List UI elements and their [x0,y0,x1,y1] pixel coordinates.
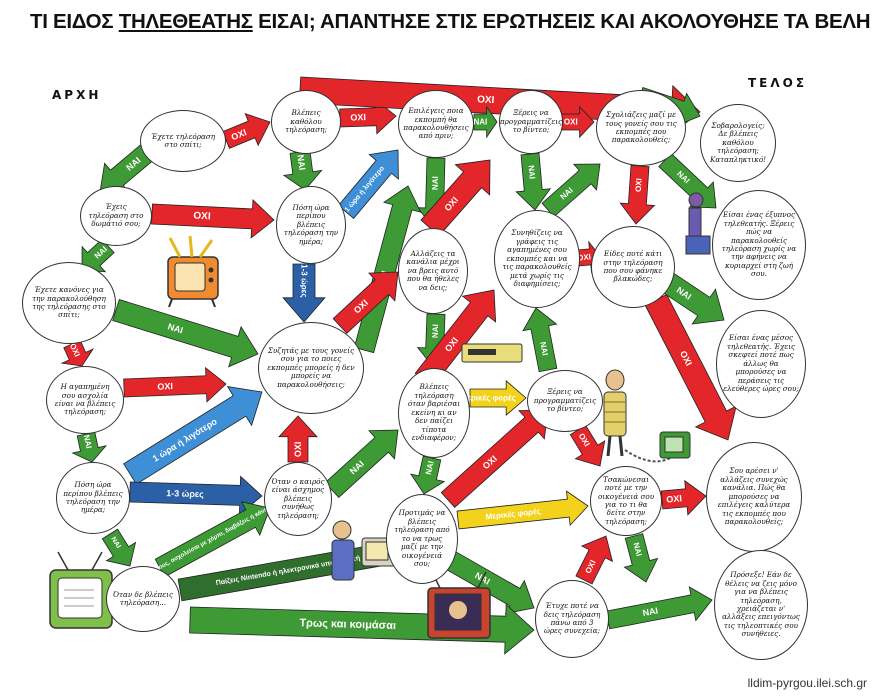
arrow-n17-n21-yes: ΝΑΙ [410,455,446,495]
result-no-tv-amazing: Σοβαρολογείς; Δε βλέπεις καθόλου τηλεόρα… [700,104,776,182]
arrow-n16-no-label: ΟΧΙ [157,381,173,392]
question-hours-per-day-1: Πόση ώρα περίπου βλέπεις τηλεόραση την η… [276,186,346,264]
arrow-n14-n9-no: ΟΧΙ [332,271,399,334]
arrow-n10-n5-yes: ΝΑΙ [541,163,601,218]
question-comment-with-parents: Σχολιάζεις μαζί με τους γονείς σου τις ε… [596,90,686,166]
question-tv-rules: Έχετε κανόνες για την παρακολούθηση της … [22,262,116,344]
arrow-n18-n10-yes: ΝΑΙ [522,307,558,373]
arrow-n16-no: ΟΧΙ [123,366,227,403]
arrow-n5-n11-no: ΟΧΙ [619,164,656,225]
question-channel-hopping: Αλλάζεις τα κανάλια μέχρι να βρεις αυτό … [398,228,468,314]
question-discuss-with-parents: Συζητάς με τους γονείς σου για το ποιες … [258,322,364,414]
arrow-n8-n14-13: 1-3 ώρες [282,263,326,323]
question-record-shows: Συνηθίζεις να γράφεις τις αγαπημένες σου… [494,210,580,308]
arrow-n1-n2-no: ΟΧΙ [222,113,271,149]
arrow-n22-n23-no-label: ΟΧΙ [666,493,682,504]
question-tv-in-room: Έχεις τηλεόραση στο δωμάτιό σου; [80,186,152,246]
question-watch-when-bored: Βλέπεις τηλεόραση όταν βαριέσαι εκείνη κ… [398,368,470,458]
arrow-n22-n23-no: ΟΧΙ [660,479,707,516]
footer-url: lldim-pyrgou.ilei.sch.gr [747,676,867,690]
arrow-n17-n18-some-label: Μερικές φορές [460,394,515,403]
question-bad-weather: Όταν ο καιρός είναι άσχημος βλέπεις συνή… [264,462,332,536]
arrow-n11-n23-no: ΟΧΙ [644,293,737,441]
tv-illustration-3 [427,571,491,639]
question-favorite-activity: Η αγαπημένη σου ασχολία είναι να βλέπεις… [46,366,124,434]
question-hours-per-day-2: Πόση ώρα περίπου βλέπεις τηλεόραση την η… [56,462,130,534]
arrow-n22-n26-yes-label: ΝΑΙ [631,542,643,558]
result-average-viewer: Είσαι ένας μέσος τηλεθεατής. Έχεις σκεφτ… [716,310,806,418]
arrow-n17-n21-yes-label: ΝΑΙ [424,460,436,475]
arrow-n2-n6-no-label: ΟΧΙ [477,94,495,106]
arrow-n10-n11-no-label: ΟΧΙ [577,252,592,262]
arrow-n16-n19-yes-label: ΝΑΙ [82,434,94,449]
question-prefer-tv-to-family: Προτιμάς να βλέπεις τηλεόραση από το να … [386,494,458,584]
arrow-n20-n17-yes: ΝΑΙ [324,429,399,498]
arrow-n11-n15-yes: ΝΑΙ [657,270,725,325]
arrow-n17-n10-no: ΟΧΙ [414,289,497,388]
arrow-n3-n9-yes-label: ΝΑΙ [431,176,440,190]
start-label: ΑΡΧΗ [52,88,102,102]
arrow-n7-n8-no-label: ΟΧΙ [193,211,211,223]
arrow-n2-n8-yes: ΝΑΙ [282,150,323,191]
question-program-video-1: Ξέρεις να προγραμματίζεις το βίντεο; [499,90,563,154]
arrow-n5-n12-yes: ΝΑΙ [658,152,717,209]
arrow-n18-n10-yes-label: ΝΑΙ [538,341,549,356]
vcr-illustration [461,343,523,363]
viewer-illustration [685,192,711,255]
arrow-n9-n17-yes-label: ΝΑΙ [431,324,441,338]
arrow-n4-n5-no-label: ΟΧΙ [564,118,578,127]
arrow-n4-n10-yes-label: ΝΑΙ [527,165,537,180]
arrow-n17-n18-some: Μερικές φορές [460,380,527,416]
arrow-n9-n4-no: ΟΧΙ [420,159,491,237]
arrow-n25-n22-no: ΟΧΙ [575,535,614,585]
arrow-n13-n16-no: ΟΧΙ [60,339,95,367]
question-argue-with-family: Τσακώνεσαι ποτέ με την οικογένειά σου γι… [590,466,662,536]
arrow-n8-n14-13-label: 1-3 ώρες [300,264,309,297]
arrow-n19-n24: ΝΑΙ [101,528,137,567]
question-watch-tv-at-all: Βλέπεις καθόλου τηλεόραση; [271,90,341,154]
end-label: ΤΕΛΟΣ [748,76,808,90]
question-has-tv: Έχετε τηλεόραση στο σπίτι; [140,110,226,172]
arrow-n22-n26-yes: ΝΑΙ [623,533,659,583]
arrow-n3-n4-yes: ΝΑΙ [473,105,498,139]
arrow-n25-n26-yes-label: ΝΑΙ [642,605,659,618]
arrow-n4-n10-yes: ΝΑΙ [515,152,552,211]
arrow-n20-n14-no: ΟΧΙ [278,415,318,463]
page-title: ΤΙ ΕΙΔΟΣ ΤΗΛΕΘΕΑΤΗΣ ΕΙΣΑΙ; ΑΠΑΝΤΗΣΕ ΣΤΙΣ… [30,10,871,33]
question-program-video-2: Ξέρεις να προγραμματίζεις το βίντεο; [527,370,603,432]
arrow-n16-n19-yes: ΝΑΙ [71,431,108,463]
arrow-n19-n14-hour-label: 1 ώρα ή λιγότερο [151,416,219,464]
question-seen-stupid: Είδες ποτέ κάτι στην τηλεόραση που σου φ… [591,226,675,308]
arrow-n21-n22-some: Μερικές φορές [456,490,589,530]
arrow-n24-n25-eat-label: Τρως και κοιμάσαι [299,617,396,632]
tv-illustration-2 [49,551,113,629]
arrow-n20-n14-no-label: ΟΧΙ [293,442,303,458]
arrow-n19-n20-13: 1-3 ώρες [129,475,263,516]
arrow-n21-n18-no: ΟΧΙ [440,409,549,508]
question-choose-show: Επιλέγεις ποια εκπομπή θα παρακολουθήσει… [398,90,474,158]
arrow-n2-n3-no-label: ΟΧΙ [350,112,366,123]
result-smart-viewer: Είσαι ένας έξυπνος τηλεθεατής. Ξέρεις πώ… [712,190,806,300]
arrow-n2-n8-yes-label: ΝΑΙ [295,154,307,171]
question-over-three-hours: Έτυχε ποτέ να δεις τηλεόραση πάνω από 3 … [535,580,609,658]
arrow-n13-n14-yes: ΝΑΙ [112,298,259,368]
arrow-n19-n20-13-label: 1-3 ώρες [166,488,204,499]
arrow-n13-n14-yes-label: ΝΑΙ [167,321,185,335]
question-when-not-watching: Όταν δε βλέπεις τηλεόραση... [106,566,180,632]
arrow-n18-n22-no: ΟΧΙ [569,424,606,467]
prisoner-illustration [603,369,691,463]
arrow-n5-n11-no-label: ΟΧΙ [634,178,644,192]
result-channel-changer: Σου αρέσει ν' αλλάζεις συνεχώς κανάλια. … [706,442,802,552]
arrow-n4-n5-no: ΟΧΙ [561,105,595,139]
arrow-n7-n8-no: ΟΧΙ [151,199,275,239]
illustrations [49,192,711,639]
arrow-n3-n4-yes-label: ΝΑΙ [473,118,487,127]
arrow-n25-n26-yes: ΝΑΙ [605,586,713,630]
result-warning: Πρόσεξε! Εάν δε θέλεις να ζεις μόνο για … [714,550,808,660]
tv-illustration-1 [167,235,219,308]
arrow-n8-n3-hour-label: 1 ώρα ή λιγότερο [343,165,386,214]
